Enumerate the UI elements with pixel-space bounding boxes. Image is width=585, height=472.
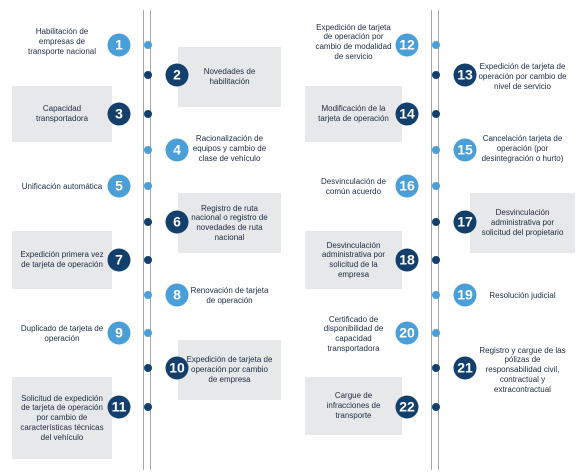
step-9-timeline-dot: [143, 329, 152, 337]
step-7-label: Expedición primera vez de tarjeta de ope…: [20, 250, 104, 269]
step-7-timeline-dot: [143, 256, 152, 264]
step-6-label: Registro de ruta nacional o registro de …: [191, 203, 268, 242]
step-5-label: Unificación automática: [21, 182, 103, 192]
step-8-timeline-dot: [143, 291, 152, 299]
step-9-label: Duplicado de tarjeta de operación: [20, 324, 104, 343]
step-15-timeline-dot: [431, 146, 440, 154]
step-12-label: Expedición de tarjeta de operación por c…: [315, 22, 392, 61]
step-6-box: Registro de ruta nacional o registro de …: [178, 193, 281, 253]
step-17-number-badge: 17: [453, 210, 477, 234]
step-1-box: Habilitación de empresas de transporte n…: [12, 12, 112, 72]
step-16-box: Desvinculación de común acuerdo: [305, 158, 402, 216]
step-9-number-badge: 9: [107, 321, 131, 345]
step-3-label: Capacidad transportadora: [35, 104, 89, 123]
step-11-timeline-dot: [143, 403, 152, 411]
step-9-box: Duplicado de tarjeta de operación: [12, 305, 112, 363]
step-18-box: Desvinculación administrativa por solici…: [305, 231, 402, 289]
step-8-box: Renovación de tarjeta de operación: [178, 266, 281, 326]
step-19-label: Resolución judicial: [489, 291, 556, 301]
step-8-label: Renovación de tarjeta de operación: [190, 286, 269, 305]
step-8-number-badge: 8: [165, 283, 189, 307]
step-10-label: Expedición de tarjeta de operación por c…: [186, 355, 273, 384]
step-18-timeline-dot: [431, 256, 440, 264]
step-14-box: Modificación de la tarjeta de operación: [305, 86, 402, 142]
step-22-timeline-dot: [431, 403, 440, 411]
step-13-box: Expedición de tarjeta de operación por c…: [470, 47, 575, 107]
step-12-timeline-dot: [431, 41, 440, 49]
step-18-label: Desvinculación administrativa por solici…: [321, 240, 386, 279]
step-10-timeline-dot: [143, 364, 152, 372]
step-5-timeline-dot: [143, 182, 152, 190]
step-13-number-badge: 13: [453, 63, 477, 87]
step-7-box: Expedición primera vez de tarjeta de ope…: [12, 231, 112, 289]
step-1-timeline-dot: [143, 41, 152, 49]
step-3-number-badge: 3: [107, 102, 131, 126]
step-21-timeline-dot: [431, 364, 440, 372]
step-12-number-badge: 12: [395, 33, 419, 57]
step-16-timeline-dot: [431, 182, 440, 190]
step-15-label: Cancelación tarjeta de operación (por de…: [481, 134, 564, 163]
timeline-bar-2: [430, 10, 439, 470]
step-4-box: Racionalización de equipos y cambio de c…: [178, 118, 281, 180]
timeline-bar-1: [142, 10, 151, 470]
step-2-box: Novedades de habilitación: [178, 47, 281, 107]
step-13-label: Expedición de tarjeta de operación por c…: [478, 62, 567, 91]
step-20-box: Certificado de disponibilidad de capacid…: [305, 305, 402, 363]
step-6-number-badge: 6: [165, 210, 189, 234]
step-14-label: Modificación de la tarjeta de operación: [318, 104, 389, 123]
step-5-box: Unificación automática: [12, 158, 112, 216]
step-17-label: Desvinculación administrativa por solici…: [481, 208, 564, 237]
step-1-number-badge: 1: [107, 33, 131, 57]
step-18-number-badge: 18: [395, 248, 419, 272]
step-16-number-badge: 16: [395, 174, 419, 198]
step-11-label: Solicitud de expedición de tarjeta de op…: [20, 393, 104, 442]
step-20-number-badge: 20: [395, 321, 419, 345]
step-4-label: Racionalización de equipos y cambio de c…: [192, 134, 267, 163]
step-19-timeline-dot: [431, 291, 440, 299]
step-19-box: Resolución judicial: [470, 266, 575, 326]
step-11-number-badge: 11: [107, 395, 131, 419]
step-13-timeline-dot: [431, 71, 440, 79]
step-12-box: Expedición de tarjeta de operación por c…: [305, 12, 402, 72]
step-4-timeline-dot: [143, 146, 152, 154]
step-22-number-badge: 22: [395, 395, 419, 419]
step-14-timeline-dot: [431, 110, 440, 118]
step-2-label: Novedades de habilitación: [203, 67, 256, 86]
step-21-number-badge: 21: [453, 356, 477, 380]
step-2-number-badge: 2: [165, 63, 189, 87]
step-17-box: Desvinculación administrativa por solici…: [470, 193, 575, 253]
step-21-box: Registro y cargue de las pólizas de resp…: [470, 340, 575, 400]
step-22-box: Cargue de infracciones de transporte: [305, 377, 402, 435]
step-10-number-badge: 10: [165, 356, 189, 380]
step-3-box: Capacidad transportadora: [12, 86, 112, 142]
step-3-timeline-dot: [143, 110, 152, 118]
step-7-number-badge: 7: [107, 248, 131, 272]
step-15-box: Cancelación tarjeta de operación (por de…: [470, 118, 575, 180]
step-19-number-badge: 19: [453, 283, 477, 307]
step-11-box: Solicitud de expedición de tarjeta de op…: [12, 377, 112, 459]
step-4-number-badge: 4: [165, 138, 189, 162]
step-15-number-badge: 15: [453, 138, 477, 162]
step-14-number-badge: 14: [395, 102, 419, 126]
step-6-timeline-dot: [143, 218, 152, 226]
step-1-label: Habilitación de empresas de transporte n…: [27, 27, 97, 56]
step-20-timeline-dot: [431, 329, 440, 337]
step-17-timeline-dot: [431, 218, 440, 226]
step-16-label: Desvinculación de común acuerdo: [321, 177, 386, 196]
step-2-timeline-dot: [143, 71, 152, 79]
step-21-label: Registro y cargue de las pólizas de resp…: [479, 345, 566, 394]
step-5-number-badge: 5: [107, 174, 131, 198]
step-20-label: Certificado de disponibilidad de capacid…: [323, 314, 384, 353]
step-22-label: Cargue de infracciones de transporte: [326, 391, 381, 420]
step-10-box: Expedición de tarjeta de operación por c…: [178, 340, 281, 400]
